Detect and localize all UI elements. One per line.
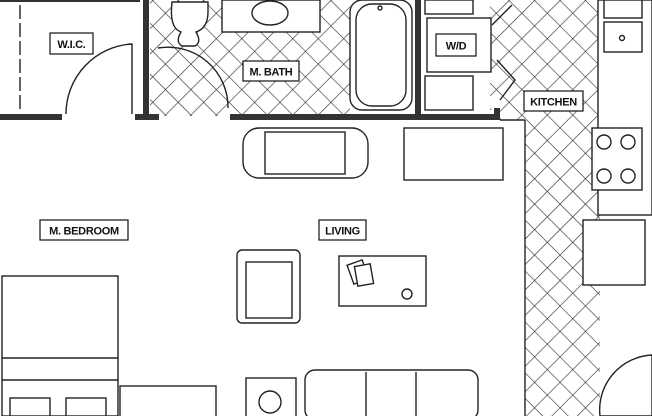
- nightstand: [119, 385, 217, 416]
- label-wd: W/D: [435, 33, 477, 57]
- kitchen-sink-icon: [603, 21, 643, 53]
- room-label-wic: W.I.C.: [57, 39, 85, 51]
- media-console: [403, 127, 504, 181]
- label-wic: W.I.C.: [49, 32, 94, 55]
- bath-fixtures: [157, 0, 413, 111]
- sofa-top: [242, 127, 369, 179]
- label-living: LIVING: [318, 219, 367, 241]
- side-table: [245, 377, 297, 416]
- label-kitchen: KITCHEN: [523, 90, 584, 112]
- furniture: [1, 127, 504, 416]
- room-label-kitchen: KITCHEN: [530, 97, 577, 109]
- room-label-living: LIVING: [325, 226, 360, 238]
- label-bedroom: M. BEDROOM: [39, 219, 129, 241]
- sofa: [304, 369, 479, 416]
- kitchen-appliances: [582, 0, 652, 416]
- refrigerator: [582, 219, 646, 286]
- walls: [0, 0, 526, 416]
- wic-door[interactable]: [65, 43, 133, 115]
- room-label-master-bath: M. BATH: [250, 67, 293, 79]
- room-label-master-bedroom: M. BEDROOM: [49, 226, 119, 238]
- sink-icon: [251, 0, 289, 26]
- label-bath: M. BATH: [242, 60, 300, 82]
- bed: [1, 275, 119, 416]
- dining-table: [598, 354, 652, 416]
- armchair: [236, 249, 301, 324]
- room-label-washer-dryer: W/D: [446, 41, 467, 53]
- toilet-icon: [170, 1, 209, 47]
